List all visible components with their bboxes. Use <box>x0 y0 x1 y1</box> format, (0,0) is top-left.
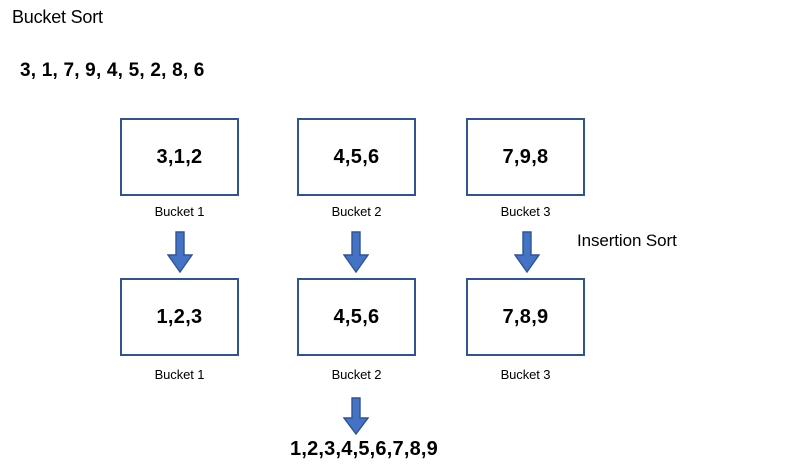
unsorted-bucket-2: 4,5,6 <box>297 118 416 196</box>
input-list: 3, 1, 7, 9, 4, 5, 2, 8, 6 <box>20 60 205 81</box>
sorted-bucket-3-label: Bucket 3 <box>500 367 551 382</box>
final-sorted-result: 1,2,3,4,5,6,7,8,9 <box>290 438 438 460</box>
arrow-down-icon-bucket-3 <box>514 231 540 273</box>
unsorted-bucket-3-value: 7,9,8 <box>502 146 549 168</box>
sorted-bucket-2-value: 4,5,6 <box>333 306 380 328</box>
sorted-bucket-1-label: Bucket 1 <box>154 367 205 382</box>
unsorted-bucket-2-label: Bucket 2 <box>331 204 382 219</box>
sorted-bucket-1: 1,2,3 <box>120 278 239 356</box>
unsorted-bucket-2-value: 4,5,6 <box>333 146 380 168</box>
page-title: Bucket Sort <box>12 7 103 27</box>
unsorted-bucket-1: 3,1,2 <box>120 118 239 196</box>
unsorted-bucket-3: 7,9,8 <box>466 118 585 196</box>
arrow-down-icon-bucket-2 <box>343 231 369 273</box>
sorted-bucket-1-value: 1,2,3 <box>156 306 203 328</box>
arrow-down-icon-merge <box>343 397 369 435</box>
sorted-bucket-3-value: 7,8,9 <box>502 306 549 328</box>
insertion-sort-label: Insertion Sort <box>577 231 677 250</box>
unsorted-bucket-1-value: 3,1,2 <box>156 146 203 168</box>
sorted-bucket-2: 4,5,6 <box>297 278 416 356</box>
unsorted-bucket-1-label: Bucket 1 <box>154 204 205 219</box>
unsorted-bucket-3-label: Bucket 3 <box>500 204 551 219</box>
sorted-bucket-2-label: Bucket 2 <box>331 367 382 382</box>
sorted-bucket-3: 7,8,9 <box>466 278 585 356</box>
arrow-down-icon-bucket-1 <box>167 231 193 273</box>
